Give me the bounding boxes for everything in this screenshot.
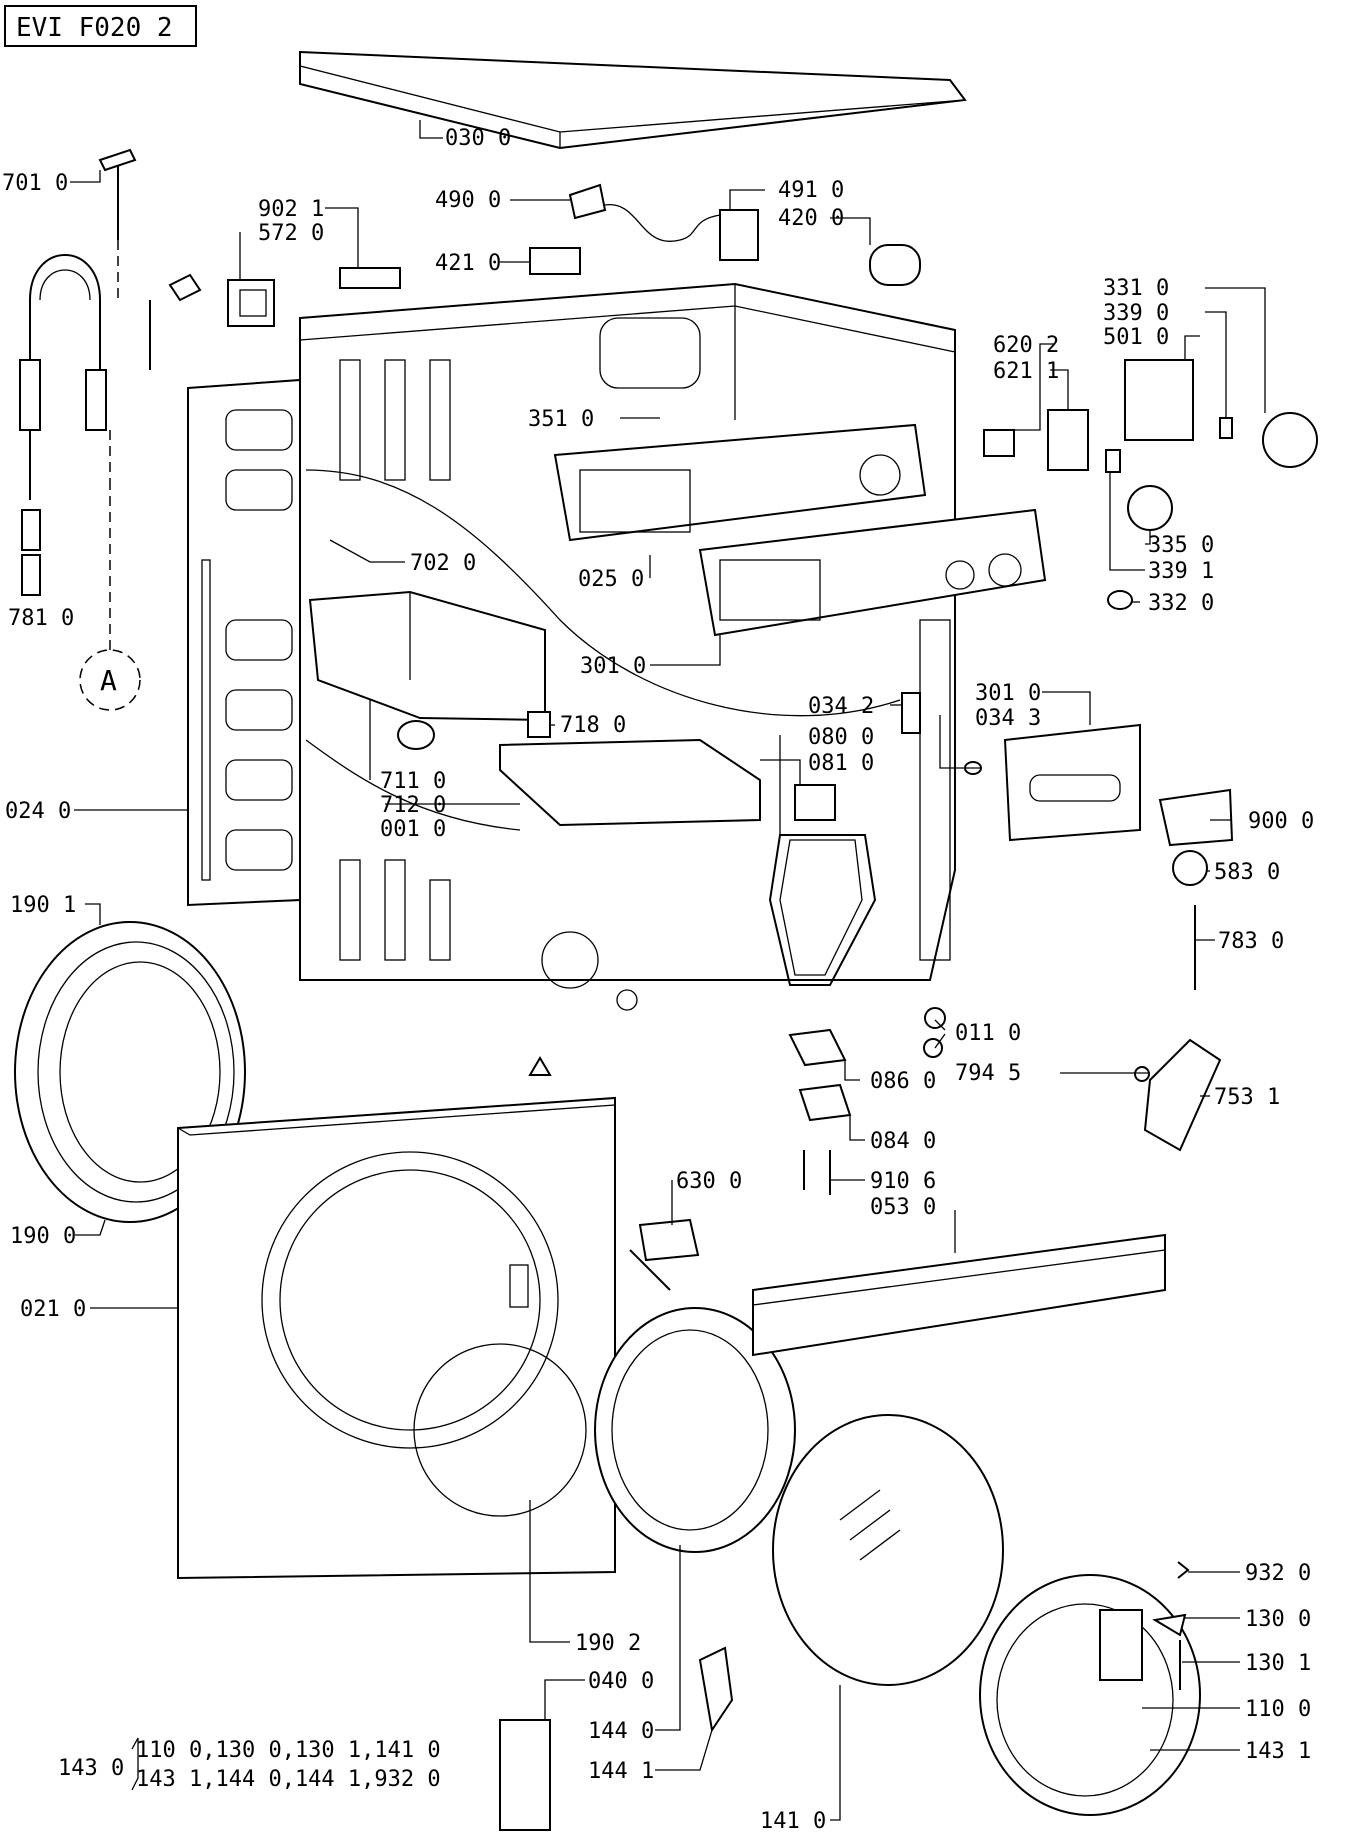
control-panel-frame-part	[553, 423, 927, 542]
label-190-0: 190 0	[10, 1224, 76, 1249]
door-frame-part	[594, 1249, 796, 1553]
diagram-title: EVI F020 2	[16, 13, 173, 43]
label-011: 011 0	[955, 1021, 1021, 1046]
label-086: 086 0	[870, 1069, 936, 1094]
label-030: 030 0	[445, 126, 511, 151]
middle-small-parts	[528, 692, 982, 1262]
label-902: 902 1	[258, 197, 324, 222]
label-110: 110 0	[1245, 1697, 1311, 1722]
label-143-1: 143 1	[1245, 1739, 1311, 1764]
leader-lines	[70, 120, 1266, 1821]
label-339-0: 339 0	[1103, 301, 1169, 326]
label-583: 583 0	[1214, 860, 1280, 885]
label-712: 712 0	[380, 793, 446, 818]
label-034-2: 034 2	[808, 694, 874, 719]
label-024: 024 0	[5, 799, 71, 824]
kit-label: 143 0	[58, 1756, 124, 1781]
top-cover-part	[299, 50, 967, 150]
label-a: A	[100, 664, 117, 697]
label-421: 421 0	[435, 251, 501, 276]
label-620: 620 2	[993, 333, 1059, 358]
label-781: 781 0	[8, 606, 74, 631]
label-794: 794 5	[955, 1061, 1021, 1086]
label-572: 572 0	[258, 221, 324, 246]
inlet-valve-part	[149, 273, 275, 370]
label-501: 501 0	[1103, 325, 1169, 350]
label-080: 080 0	[808, 725, 874, 750]
circle-a-callout: A	[79, 649, 141, 711]
door-lock-parts	[1099, 1561, 1190, 1690]
label-711: 711 0	[380, 769, 446, 794]
label-301-a: 301 0	[580, 654, 646, 679]
right-side-parts	[923, 359, 1318, 1152]
side-panel-part	[187, 378, 301, 907]
door-glass-part	[772, 1414, 1004, 1686]
label-900: 900 0	[1248, 809, 1314, 834]
dispenser-part	[308, 590, 761, 827]
label-081: 081 0	[808, 751, 874, 776]
front-panel-part	[177, 1096, 616, 1580]
hinge-parts	[499, 1646, 734, 1831]
label-331: 331 0	[1103, 276, 1169, 301]
label-932: 932 0	[1245, 1561, 1311, 1586]
label-025: 025 0	[578, 567, 644, 592]
label-301-b: 301 0	[975, 681, 1041, 706]
label-753: 753 1	[1214, 1085, 1280, 1110]
kit-line-2: 143 1,144 0,144 1,932 0	[136, 1767, 441, 1792]
label-053: 053 0	[870, 1195, 936, 1220]
label-084: 084 0	[870, 1129, 936, 1154]
label-335: 335 0	[1148, 533, 1214, 558]
label-910: 910 6	[870, 1169, 936, 1194]
label-491: 491 0	[778, 178, 844, 203]
fascia-panel-part	[698, 508, 1047, 637]
label-144-0: 144 0	[588, 1719, 654, 1744]
label-783: 783 0	[1218, 929, 1284, 954]
label-190-1: 190 1	[10, 893, 76, 918]
kit-line-1: 110 0,130 0,130 1,141 0	[136, 1738, 441, 1763]
door-outer-ring-part	[979, 1574, 1201, 1816]
label-339-1: 339 1	[1148, 559, 1214, 584]
label-144-1: 144 1	[588, 1759, 654, 1784]
plinth-part	[752, 1233, 1166, 1357]
small-top-parts	[339, 183, 921, 289]
label-021: 021 0	[20, 1297, 86, 1322]
label-034-3: 034 3	[975, 706, 1041, 731]
part-number-labels: 030 0 490 0 491 0 420 0 701 0 902 1 572 …	[2, 126, 1314, 1834]
label-190-2: 190 2	[575, 1631, 641, 1656]
label-420: 420 0	[778, 206, 844, 231]
label-701: 701 0	[2, 171, 68, 196]
label-001: 001 0	[380, 817, 446, 842]
label-621: 621 1	[993, 359, 1059, 384]
label-490: 490 0	[435, 188, 501, 213]
label-130-0: 130 0	[1245, 1607, 1311, 1632]
kit-legend: 143 0 110 0,130 0,130 1,141 0 143 1,144 …	[58, 1738, 441, 1792]
label-141: 141 0	[760, 1809, 826, 1834]
title-box: EVI F020 2	[4, 5, 197, 47]
label-351: 351 0	[528, 407, 594, 432]
label-332: 332 0	[1148, 591, 1214, 616]
label-702: 702 0	[410, 551, 476, 576]
label-040: 040 0	[588, 1669, 654, 1694]
label-630: 630 0	[676, 1169, 742, 1194]
label-718: 718 0	[560, 713, 626, 738]
label-130-1: 130 1	[1245, 1651, 1311, 1676]
inlet-hose-part	[19, 148, 137, 650]
